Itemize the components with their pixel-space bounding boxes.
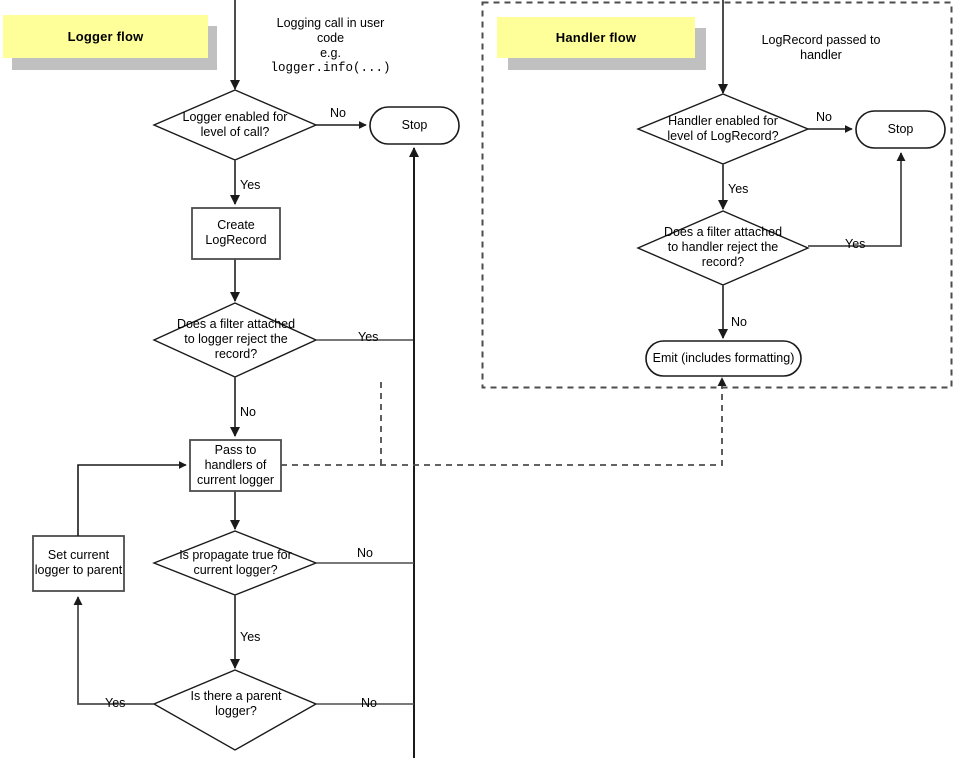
- node-handler-filter: [636, 210, 810, 286]
- node-pass-to-handlers: [189, 439, 282, 492]
- handler-flow-title: Handler flow: [497, 17, 695, 58]
- node-is-propagate: [152, 530, 318, 596]
- node-stop-handler: [855, 110, 946, 149]
- node-emit: [645, 340, 802, 377]
- node-set-current-logger: [32, 535, 125, 592]
- node-logger-enabled: [152, 89, 318, 161]
- node-logger-filter: [152, 302, 318, 378]
- edge-handler-filter-yes: [808, 152, 906, 247]
- edge-pass-to-handler-flow-dashed: [281, 377, 727, 466]
- logger-flow-title: Logger flow: [3, 15, 208, 58]
- node-has-parent: [152, 669, 318, 751]
- node-create-logrecord: [191, 207, 281, 260]
- handler-flow-panel-border: [481, 1, 953, 389]
- edge-has-parent-yes: [73, 596, 154, 705]
- node-stop-logger: [369, 106, 460, 145]
- node-handler-enabled: [636, 93, 810, 165]
- edge-set-logger-to-pass: [77, 461, 187, 536]
